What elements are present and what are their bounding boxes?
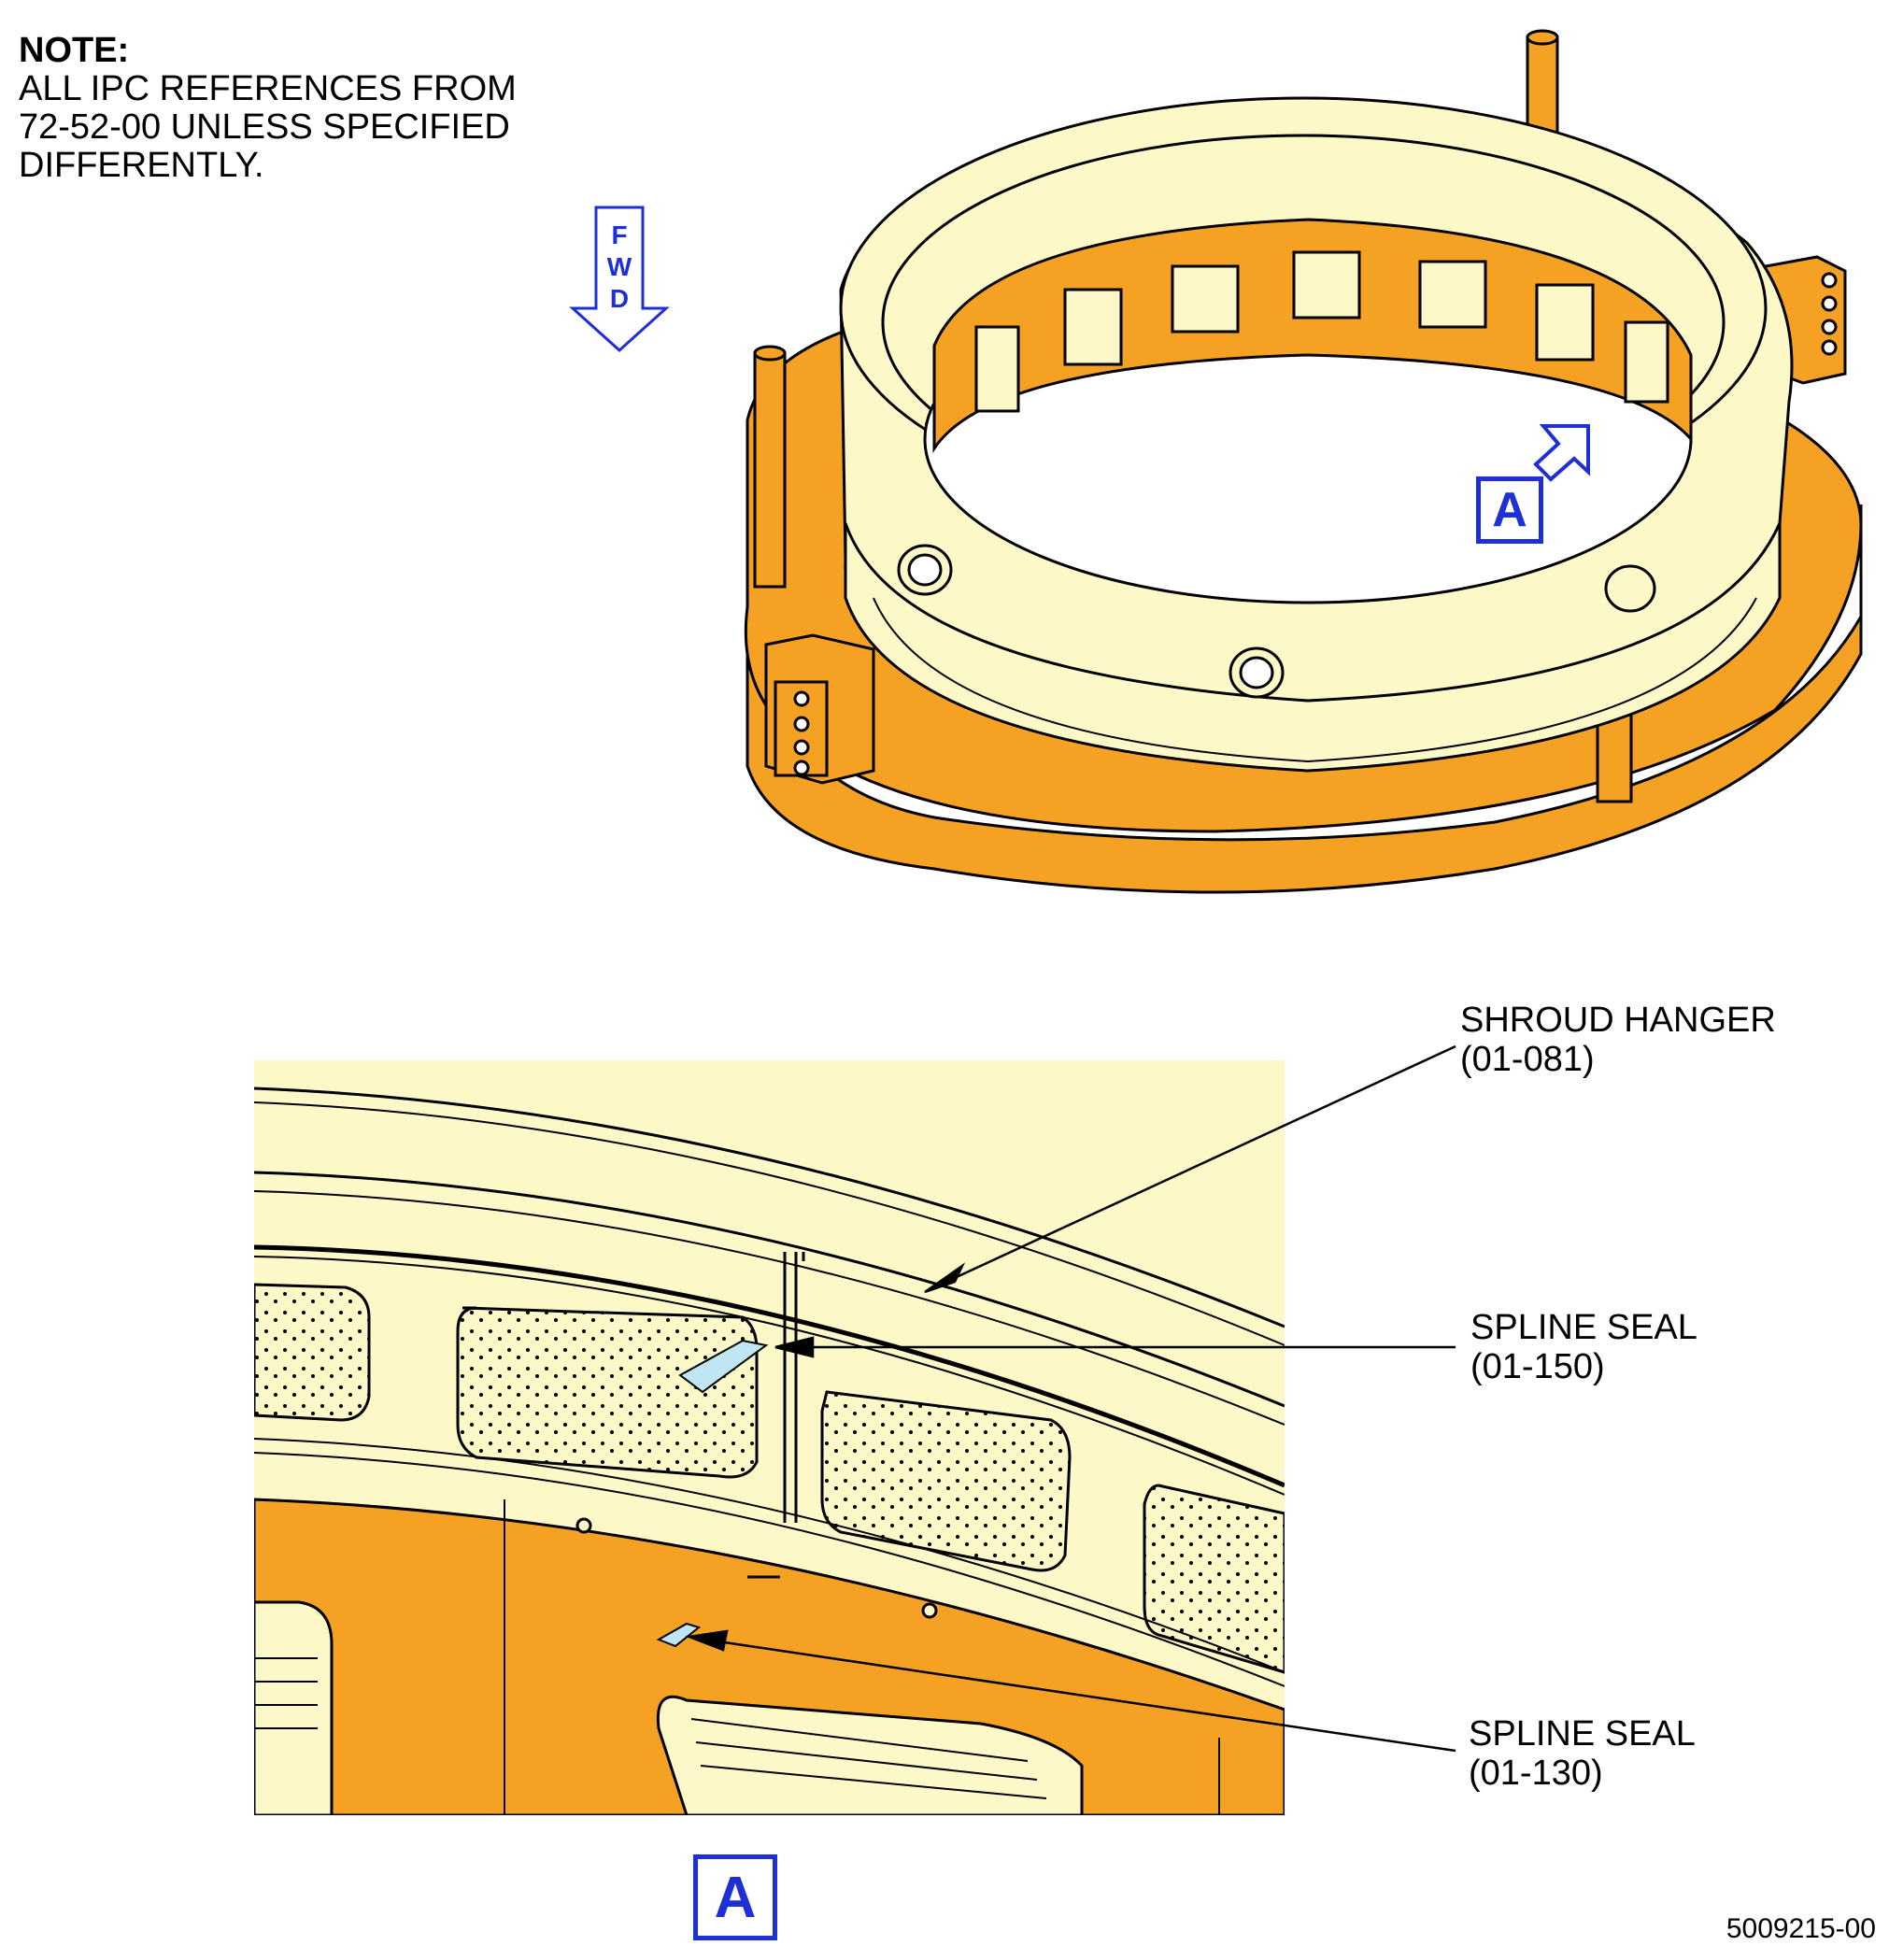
- fwd-arrow-icon: [569, 206, 670, 353]
- note-line-1: ALL IPC REFERENCES FROM: [19, 69, 517, 108]
- fwd-letter-f: F: [611, 220, 628, 249]
- fwd-letter-d: D: [609, 284, 630, 313]
- note-line-3: DIFFERENTLY.: [19, 146, 264, 185]
- callout-spline-seal-130-name: SPLINE SEAL: [1469, 1714, 1696, 1754]
- callout-spline-seal-150-ref: (01-150): [1470, 1347, 1605, 1386]
- callout-shroud-hanger-ref: (01-081): [1460, 1040, 1595, 1079]
- detail-view-a: [254, 1060, 1285, 1815]
- figure-number: 5009215-00: [1726, 1913, 1876, 1944]
- ring-assembly-illustration: [744, 29, 1863, 894]
- callout-spline-seal-150-name: SPLINE SEAL: [1470, 1308, 1697, 1347]
- note-heading: NOTE:: [19, 31, 130, 70]
- detail-a-label: A: [693, 1854, 777, 1940]
- callout-spline-seal-150: SPLINE SEAL (01-150): [1470, 1308, 1697, 1386]
- view-a-marker: A: [1476, 476, 1543, 544]
- note-block: NOTE: ALL IPC REFERENCES FROM 72-52-00 U…: [19, 32, 517, 185]
- note-line-2: 72-52-00 UNLESS SPECIFIED: [19, 107, 510, 147]
- fwd-letter-w: W: [606, 252, 632, 281]
- callout-shroud-hanger: SHROUD HANGER (01-081): [1460, 1001, 1776, 1079]
- callout-spline-seal-130-ref: (01-130): [1469, 1754, 1603, 1793]
- callout-shroud-hanger-name: SHROUD HANGER: [1460, 1001, 1776, 1040]
- callout-spline-seal-130: SPLINE SEAL (01-130): [1469, 1714, 1696, 1793]
- leader-lines: [685, 1044, 1456, 1753]
